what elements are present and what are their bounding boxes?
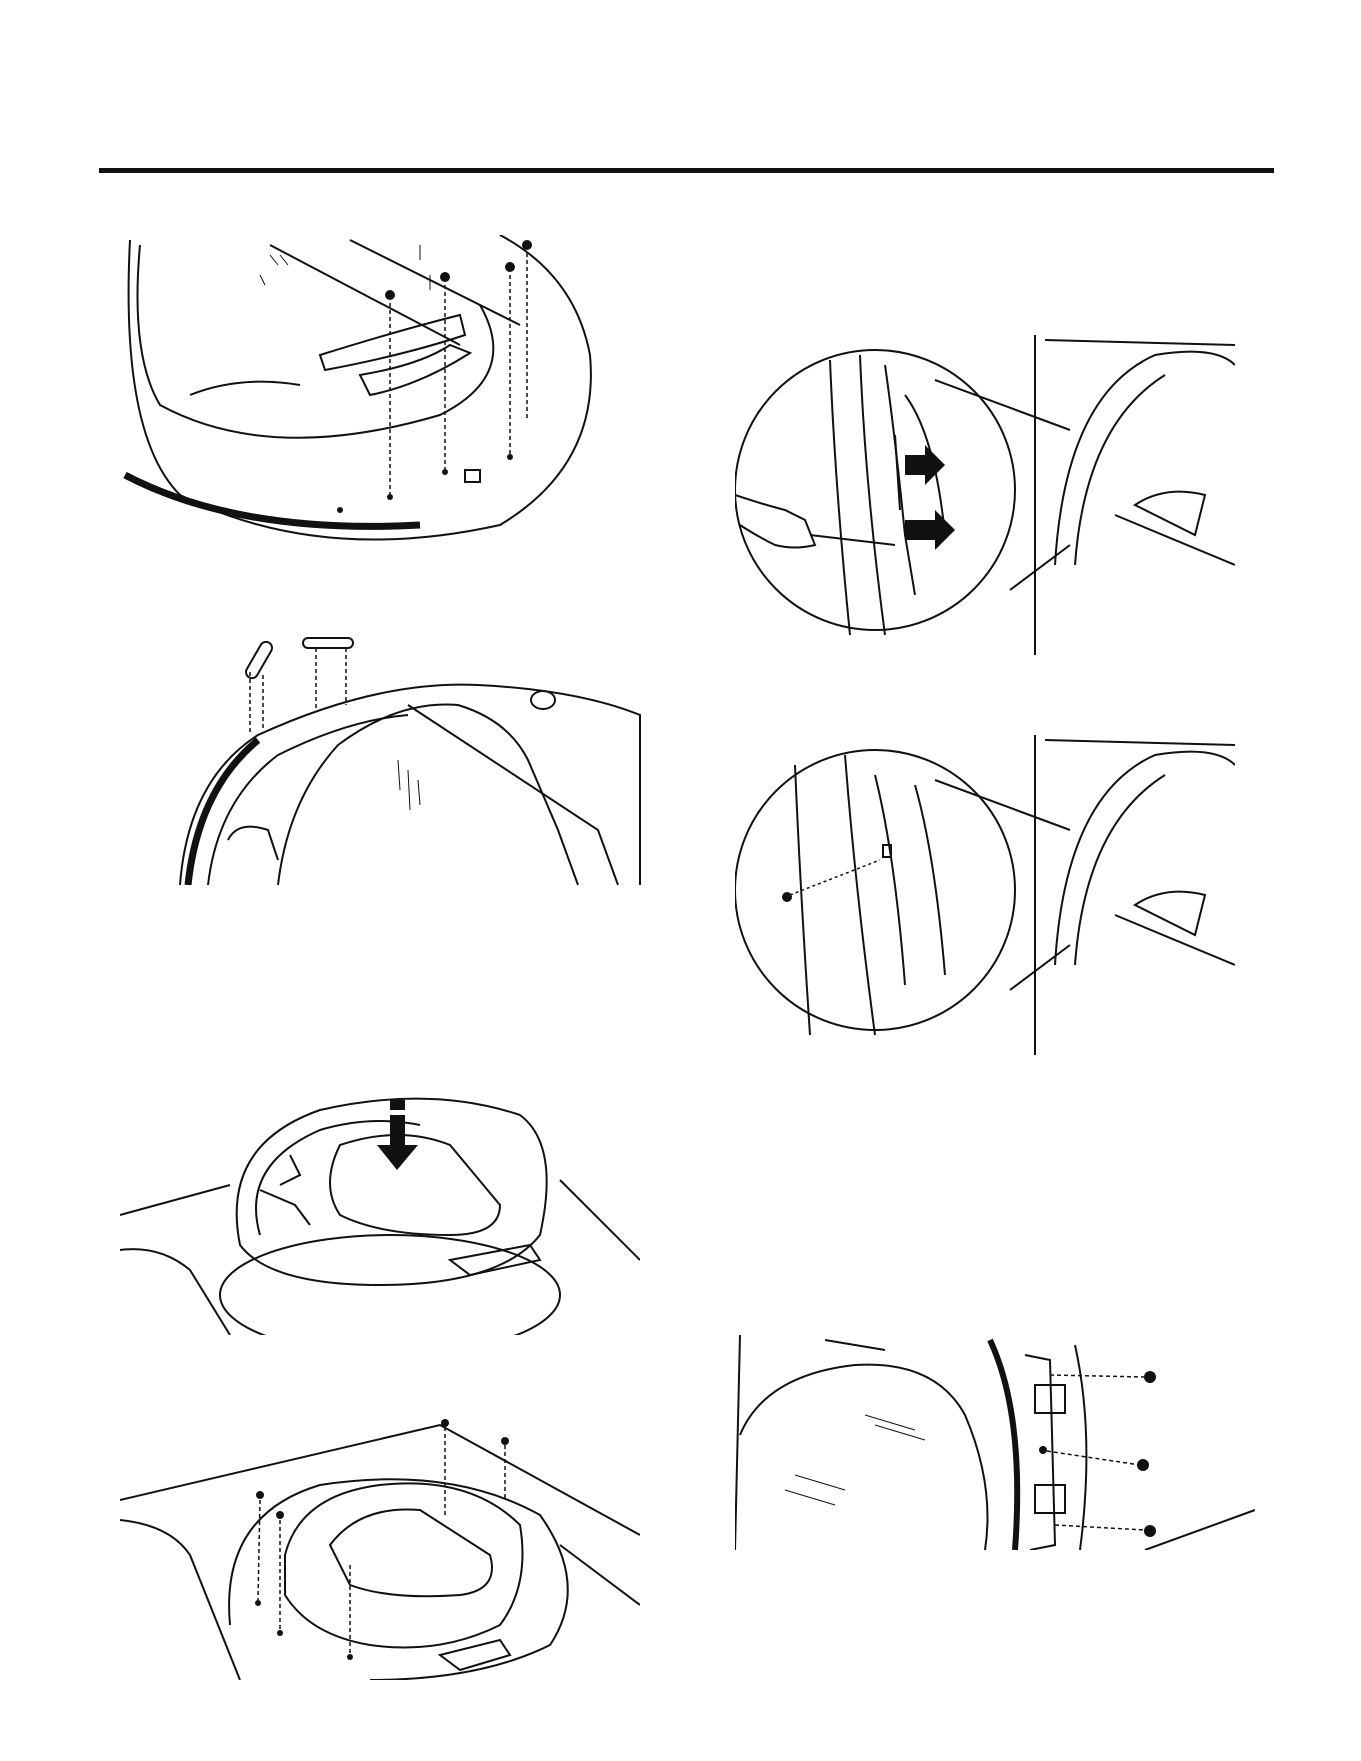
figure-latch-pry (735, 335, 1235, 655)
latch-screw-illustration (735, 735, 1235, 1055)
figure-latch-screw (735, 735, 1235, 1055)
figure-door-mount (120, 1415, 640, 1680)
figure-door-hinge-bracket (120, 235, 600, 550)
figure-hinge-screws (735, 1335, 1255, 1550)
figure-door-placement (120, 1085, 640, 1335)
door-placement-illustration (120, 1085, 640, 1335)
header-rule (99, 168, 1274, 173)
figure-door-trim-caps (178, 630, 643, 885)
door-mount-illustration (120, 1415, 640, 1680)
footer (0, 1752, 1361, 1761)
door-screws-illustration (120, 235, 600, 550)
door-caps-illustration (178, 630, 643, 885)
hinge-screws-illustration (735, 1335, 1255, 1550)
latch-pry-illustration (735, 335, 1235, 655)
